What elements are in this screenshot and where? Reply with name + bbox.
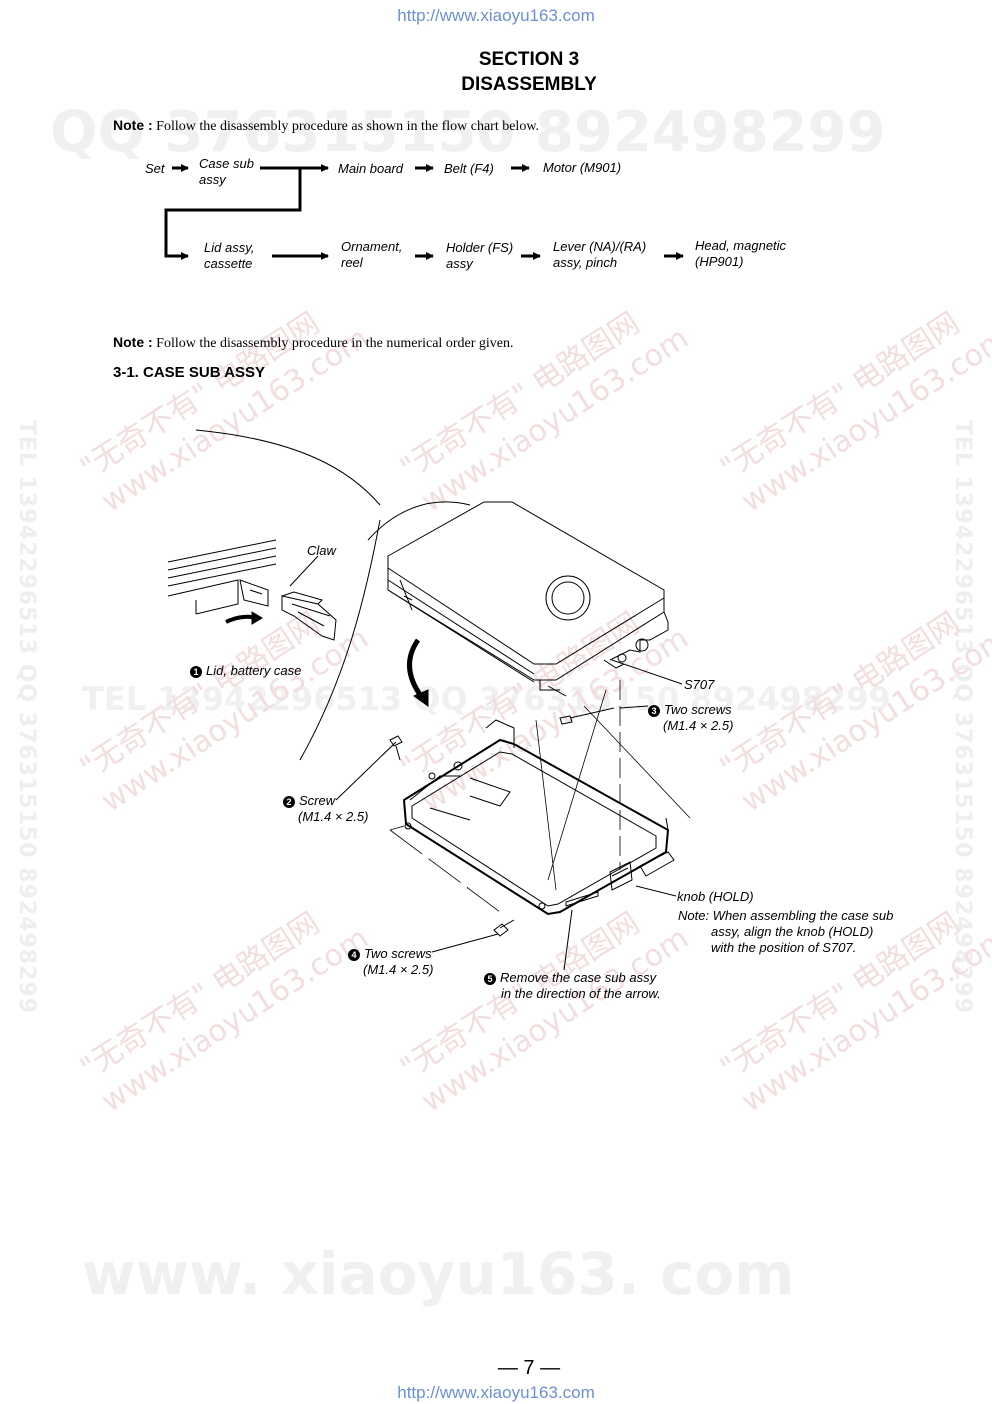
- flow-motor: Motor (M901): [543, 160, 622, 175]
- flow-head: Head, magnetic(HP901): [695, 238, 787, 269]
- flow-main-board: Main board: [338, 161, 404, 176]
- watermark-tel-mid: TEL 13942296513 QQ 376315150 892498299: [82, 680, 891, 718]
- inset-battery-corner: [167, 539, 277, 615]
- step-number-badge: 4: [348, 949, 360, 961]
- label-step4-spec: (M1.4 × 2.5): [363, 962, 434, 977]
- flow-set: Set: [145, 161, 165, 176]
- flow-lid-assy: Lid assy,cassette: [204, 240, 255, 271]
- section-subtitle: DISASSEMBLY: [461, 74, 597, 95]
- lid-battery-case-part: [281, 591, 337, 641]
- footer-url[interactable]: http://www.xiaoyu163.com: [397, 1383, 595, 1402]
- label-s707: S707: [684, 677, 715, 692]
- flow-note: Note : Follow the disassembly procedure …: [113, 117, 539, 135]
- watermark-vertical-left: TEL 13942296513 QQ 376315150 892498299: [14, 420, 39, 1015]
- note-label: Note :: [113, 334, 153, 350]
- flow-lever: Lever (NA)/(RA)assy, pinch: [553, 239, 647, 270]
- note-text: Follow the disassembly procedure as show…: [152, 119, 540, 134]
- flow-ornament: Ornament,reel: [341, 239, 403, 270]
- header-url[interactable]: http://www.xiaoyu163.com: [397, 6, 595, 25]
- flow-holder: Holder (FS)assy: [446, 240, 514, 271]
- label-step3-spec: (M1.4 × 2.5): [663, 718, 734, 733]
- section-title: SECTION 3: [478, 49, 580, 70]
- flow-belt: Belt (F4): [444, 161, 494, 176]
- step-number-badge: 5: [484, 973, 496, 985]
- main-unit-body: [387, 501, 669, 697]
- subsection-heading: 3-1. CASE SUB ASSY: [113, 364, 265, 381]
- watermark-qq-top: QQ 376315150 892498299: [50, 100, 886, 165]
- screw-3: [559, 707, 615, 725]
- step-number-badge: 3: [648, 705, 660, 717]
- step-number-badge: 2: [283, 796, 295, 808]
- label-step2-spec: (M1.4 × 2.5): [298, 809, 369, 824]
- watermark-www-bottom: www. xiaoyu163. com: [82, 1240, 795, 1308]
- label-step5-direction: in the direction of the arrow.: [501, 986, 661, 1001]
- order-note: Note : Follow the disassembly procedure …: [113, 334, 513, 352]
- watermark-vertical-right: TEL 13942296513 QQ 376315150 892498299: [950, 420, 975, 1015]
- note-text: Follow the disassembly procedure in the …: [152, 336, 514, 351]
- note-label: Note :: [113, 117, 153, 133]
- screw-2: [389, 735, 403, 761]
- label-claw: Claw: [307, 543, 336, 558]
- case-sub-assy-frame: [402, 719, 675, 916]
- label-knob-hold: knob (HOLD): [677, 889, 754, 904]
- screw-4: [493, 919, 515, 937]
- knob-assembly-note: Note: When assembling the case sub assy,…: [678, 908, 894, 955]
- step-number-badge: 1: [190, 666, 202, 678]
- page-number: — 7 —: [497, 1357, 561, 1379]
